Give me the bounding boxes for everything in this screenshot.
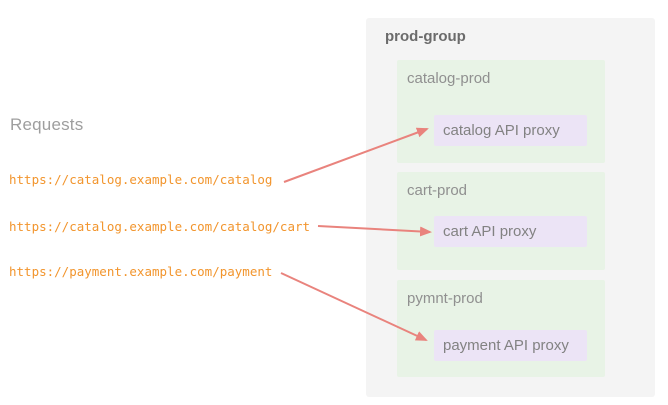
request-url-catalog: https://catalog.example.com/catalog [9,172,273,187]
prod-group-title: prod-group [385,28,466,45]
prod-group-panel: prod-group catalog-prod catalog API prox… [366,18,655,397]
environment-box-catalog-prod: catalog-prod catalog API proxy [397,60,605,163]
proxy-label: payment API proxy [443,337,569,354]
environment-box-cart-prod: cart-prod cart API proxy [397,172,605,270]
request-url-cart: https://catalog.example.com/catalog/cart [9,219,311,234]
requests-heading: Requests [10,115,84,134]
proxy-box-payment: payment API proxy [434,330,587,361]
proxy-box-catalog: catalog API proxy [434,115,587,146]
environment-label: cart-prod [407,182,468,199]
proxy-label: catalog API proxy [443,122,560,139]
proxy-box-cart: cart API proxy [434,216,587,247]
environment-box-pymnt-prod: pymnt-prod payment API proxy [397,280,605,377]
request-url-payment: https://payment.example.com/payment [9,264,273,279]
environment-label: catalog-prod [407,70,491,87]
proxy-label: cart API proxy [443,223,537,240]
environment-label: pymnt-prod [407,290,483,307]
